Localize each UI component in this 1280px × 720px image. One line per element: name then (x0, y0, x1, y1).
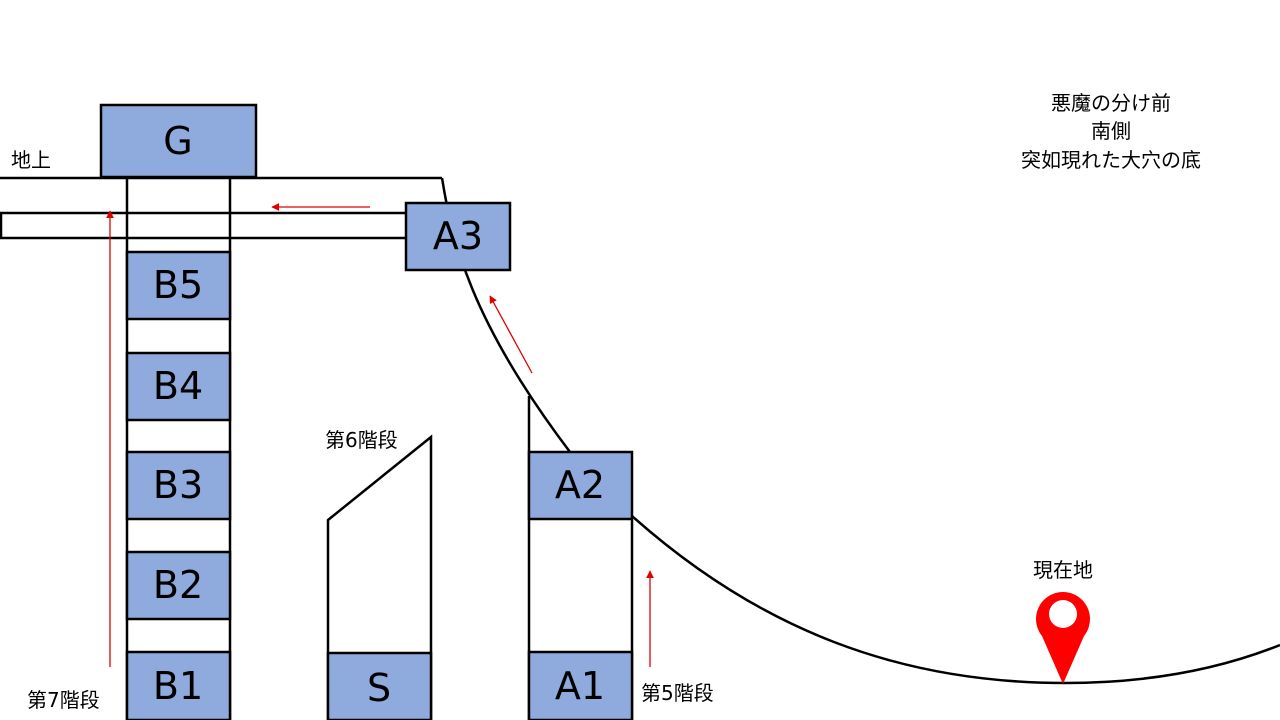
box-a1-label: A1 (555, 664, 605, 708)
stair5-label: 第5階段 (641, 681, 714, 705)
box-a2-label: A2 (555, 463, 605, 507)
box-b4-label: B4 (153, 364, 203, 408)
s-shaft-outline (326, 434, 433, 720)
box-s: S (326, 651, 433, 720)
box-b4: B4 (125, 351, 232, 422)
box-a2: A2 (527, 450, 634, 521)
box-b1-label: B1 (153, 664, 203, 708)
current-location-label: 現在地 (1033, 558, 1093, 582)
box-b5: B5 (125, 250, 232, 321)
ground-label: 地上 (11, 148, 51, 172)
stair7-label: 第7階段 (27, 688, 100, 712)
box-g: G (99, 103, 258, 179)
box-b3-label: B3 (153, 463, 203, 507)
box-b5-label: B5 (153, 263, 203, 307)
box-g-label: G (163, 119, 192, 163)
map-pin-icon (1036, 592, 1090, 684)
box-a3: A3 (404, 201, 512, 272)
arrow-pit-up (489, 295, 533, 374)
caption-line-1: 悪魔の分け前 (1051, 91, 1171, 115)
box-s-label: S (367, 666, 391, 710)
caption-line-2: 南側 (1091, 119, 1131, 143)
caption-line-3: 突如現れた大穴の底 (1021, 148, 1201, 172)
box-a3-label: A3 (433, 214, 483, 258)
pit-curve-lower (631, 515, 1280, 685)
box-b2-label: B2 (153, 563, 203, 607)
box-a1: A1 (527, 650, 634, 720)
box-b2: B2 (125, 550, 232, 621)
box-b3: B3 (125, 450, 232, 521)
corridor (0, 211, 409, 240)
box-b1: B1 (125, 650, 232, 720)
stair6-label: 第6階段 (325, 428, 398, 452)
